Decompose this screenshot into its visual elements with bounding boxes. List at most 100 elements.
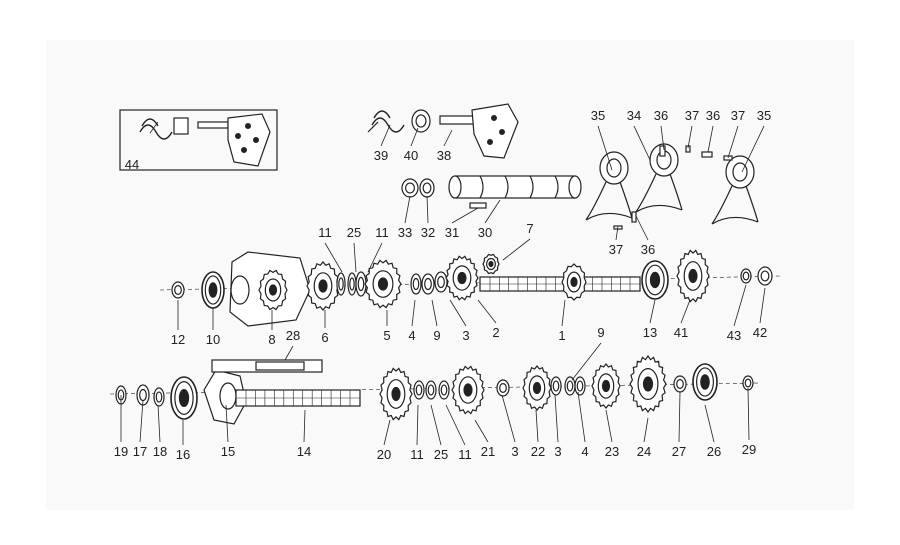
callout-41: 41 [673, 325, 689, 340]
callout-38: 38 [436, 148, 452, 163]
leader-26 [704, 404, 715, 443]
pin-36-b [701, 151, 713, 158]
leader-4a [411, 299, 416, 327]
gear-24 [629, 354, 667, 414]
callout-14: 14 [296, 444, 312, 459]
washer-33 [401, 178, 419, 198]
callout-20: 20 [376, 447, 392, 462]
leader-36b [707, 125, 714, 153]
pin-31 [469, 202, 487, 209]
leader-23 [605, 409, 613, 443]
leader-17 [139, 399, 144, 443]
callout-10: 10 [205, 332, 221, 347]
leader-9a [431, 299, 438, 327]
washer-27 [673, 375, 687, 393]
shim-11-d [438, 380, 450, 400]
callout-44: 44 [124, 157, 140, 172]
bearing-13 [641, 260, 669, 300]
callout-42: 42 [752, 325, 768, 340]
leader-37b [727, 125, 739, 159]
callout-33: 33 [397, 225, 413, 240]
leader-9b [571, 342, 602, 381]
leader-11c [416, 404, 419, 446]
leader-2 [477, 299, 497, 324]
callout-28: 28 [285, 328, 301, 343]
washer-29 [742, 375, 754, 391]
leader-37c [615, 225, 619, 241]
callout-36-top-left: 36 [653, 108, 669, 123]
leader-31 [451, 207, 479, 224]
callout-3-lower-left: 3 [511, 444, 519, 459]
callout-36-top-right: 36 [705, 108, 721, 123]
gear-7 [482, 253, 500, 275]
callout-25-upper: 25 [346, 225, 362, 240]
leader-32 [426, 195, 429, 224]
callout-21: 21 [480, 444, 496, 459]
washer-3-a [434, 271, 448, 293]
washer-3-b [496, 379, 510, 397]
leader-11d [445, 404, 466, 446]
gear-41 [676, 249, 710, 303]
leader-1 [561, 299, 566, 327]
leader-3b [501, 394, 516, 443]
callout-35-left: 35 [590, 108, 606, 123]
inset-selector-assembly [139, 113, 271, 167]
callout-32: 32 [420, 225, 436, 240]
leader-42 [759, 287, 766, 324]
circlip-25-a [347, 272, 357, 296]
pin-36-c [631, 211, 637, 223]
gear-6 [306, 261, 340, 311]
callout-9-lower: 9 [597, 325, 605, 340]
leader-28 [284, 345, 294, 361]
leader-34 [633, 125, 651, 161]
washer-3-c [550, 376, 562, 396]
nut-12 [171, 281, 185, 299]
gear-21 [451, 365, 485, 415]
leader-22 [535, 409, 539, 443]
leader-3c [554, 394, 559, 443]
callout-9-upper: 9 [433, 328, 441, 343]
leader-7 [502, 238, 531, 261]
leader-36c [635, 215, 649, 241]
callout-3-lower-right: 3 [554, 444, 562, 459]
leader-20 [383, 419, 391, 446]
gear-5 [364, 259, 402, 309]
leader-40 [410, 127, 419, 147]
leader-14 [303, 409, 306, 443]
callout-19: 19 [113, 444, 129, 459]
leader-27 [678, 391, 681, 443]
leader-25b [430, 404, 442, 446]
shift-fork-35-left [585, 151, 633, 221]
callout-8: 8 [268, 332, 276, 347]
leader-35a [597, 125, 613, 171]
callout-4-upper: 4 [408, 328, 416, 343]
callout-26: 26 [706, 444, 722, 459]
callout-18: 18 [152, 444, 168, 459]
callout-27: 27 [671, 444, 687, 459]
callout-3-upper: 3 [462, 328, 470, 343]
callout-5: 5 [383, 328, 391, 343]
callout-25-lower: 25 [433, 447, 449, 462]
callout-29: 29 [741, 442, 757, 457]
leader-43 [733, 284, 747, 327]
washer-9-b [564, 376, 576, 396]
bearing-10 [201, 271, 225, 309]
leader-21 [474, 419, 489, 443]
leader-36a [660, 125, 665, 151]
gear-23 [591, 363, 621, 409]
leader-29 [747, 387, 750, 441]
nut-42 [757, 266, 773, 286]
leader-25a [353, 242, 357, 273]
callout-13: 13 [642, 325, 658, 340]
leader-39 [380, 124, 391, 147]
leader-13 [649, 299, 656, 324]
washer-4-b [574, 376, 586, 396]
circlip-25-b [425, 380, 437, 400]
gear-8 [258, 269, 288, 311]
mainshaft-1 [479, 276, 641, 292]
bearing-26 [692, 363, 718, 401]
callout-37-top-left: 37 [684, 108, 700, 123]
ring-18 [153, 387, 165, 407]
